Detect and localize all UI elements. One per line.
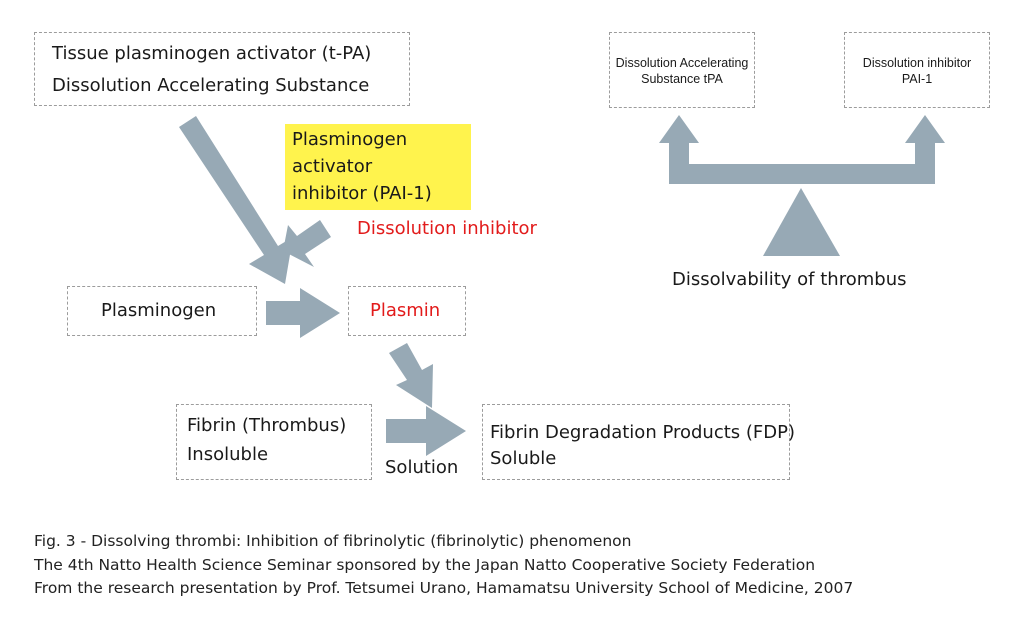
balance-beam xyxy=(669,164,935,184)
dissolution-inhibitor-label: Dissolution inhibitor xyxy=(357,218,537,239)
balance-left-label-line2: Substance tPA xyxy=(641,72,723,86)
fibrin-label-line2: Insoluble xyxy=(187,444,269,465)
plasmin-box xyxy=(348,286,466,336)
figure-caption-line2: The 4th Natto Health Science Seminar spo… xyxy=(34,555,816,574)
balance-fulcrum xyxy=(763,188,840,256)
fdp-label-line1: Fibrin Degradation Products (FDP) xyxy=(490,422,796,443)
plasmin-to-fdp-arrow xyxy=(389,343,433,408)
tpa-label-line2: Dissolution Accelerating Substance xyxy=(52,75,370,96)
balance-caption: Dissolvability of thrombus xyxy=(672,269,907,290)
balance-right-label-line1: Dissolution inhibitor xyxy=(862,56,972,70)
pai-label-line1: Plasminogen xyxy=(292,129,408,150)
plasmin-label: Plasmin xyxy=(370,300,441,321)
balance-left-box xyxy=(609,32,755,108)
balance-left-arrowhead xyxy=(659,115,699,143)
pai-inhibition-arrow xyxy=(283,220,331,267)
pai-highlight xyxy=(285,124,471,210)
fibrin-label-line1: Fibrin (Thrombus) xyxy=(187,415,347,436)
plasminogen-box xyxy=(67,286,257,336)
balance-right-label-line2: PAI-1 xyxy=(901,72,933,86)
figure-caption: Fig. 3 - Dissolving thrombi: Inhibition … xyxy=(34,530,853,601)
tpa-label-line1: Tissue plasminogen activator (t-PA) xyxy=(52,43,372,64)
pai-label-line3: inhibitor (PAI-1) xyxy=(292,183,432,204)
plasminogen-label: Plasminogen xyxy=(101,300,217,321)
pai-label-line2: activator xyxy=(292,156,373,177)
fdp-label-line2: Soluble xyxy=(490,448,557,469)
figure-caption-line3: From the research presentation by Prof. … xyxy=(34,579,854,597)
balance-left-post xyxy=(669,140,689,174)
plasminogen-to-plasmin-arrow xyxy=(266,288,340,338)
balance-left-label-line1: Dissolution Accelerating xyxy=(615,56,749,70)
figure-caption-line1: Fig. 3 - Dissolving thrombi: Inhibition … xyxy=(34,532,632,550)
balance-right-box xyxy=(844,32,990,108)
tpa-to-plasminogen-arrow xyxy=(179,116,293,284)
fdp-box xyxy=(482,404,790,480)
fibrin-to-fdp-arrow xyxy=(386,406,466,456)
tpa-box xyxy=(34,32,410,106)
balance-right-post xyxy=(915,140,935,174)
balance-right-arrowhead xyxy=(905,115,945,143)
fibrin-box xyxy=(176,404,372,480)
solution-label: Solution xyxy=(385,457,459,478)
